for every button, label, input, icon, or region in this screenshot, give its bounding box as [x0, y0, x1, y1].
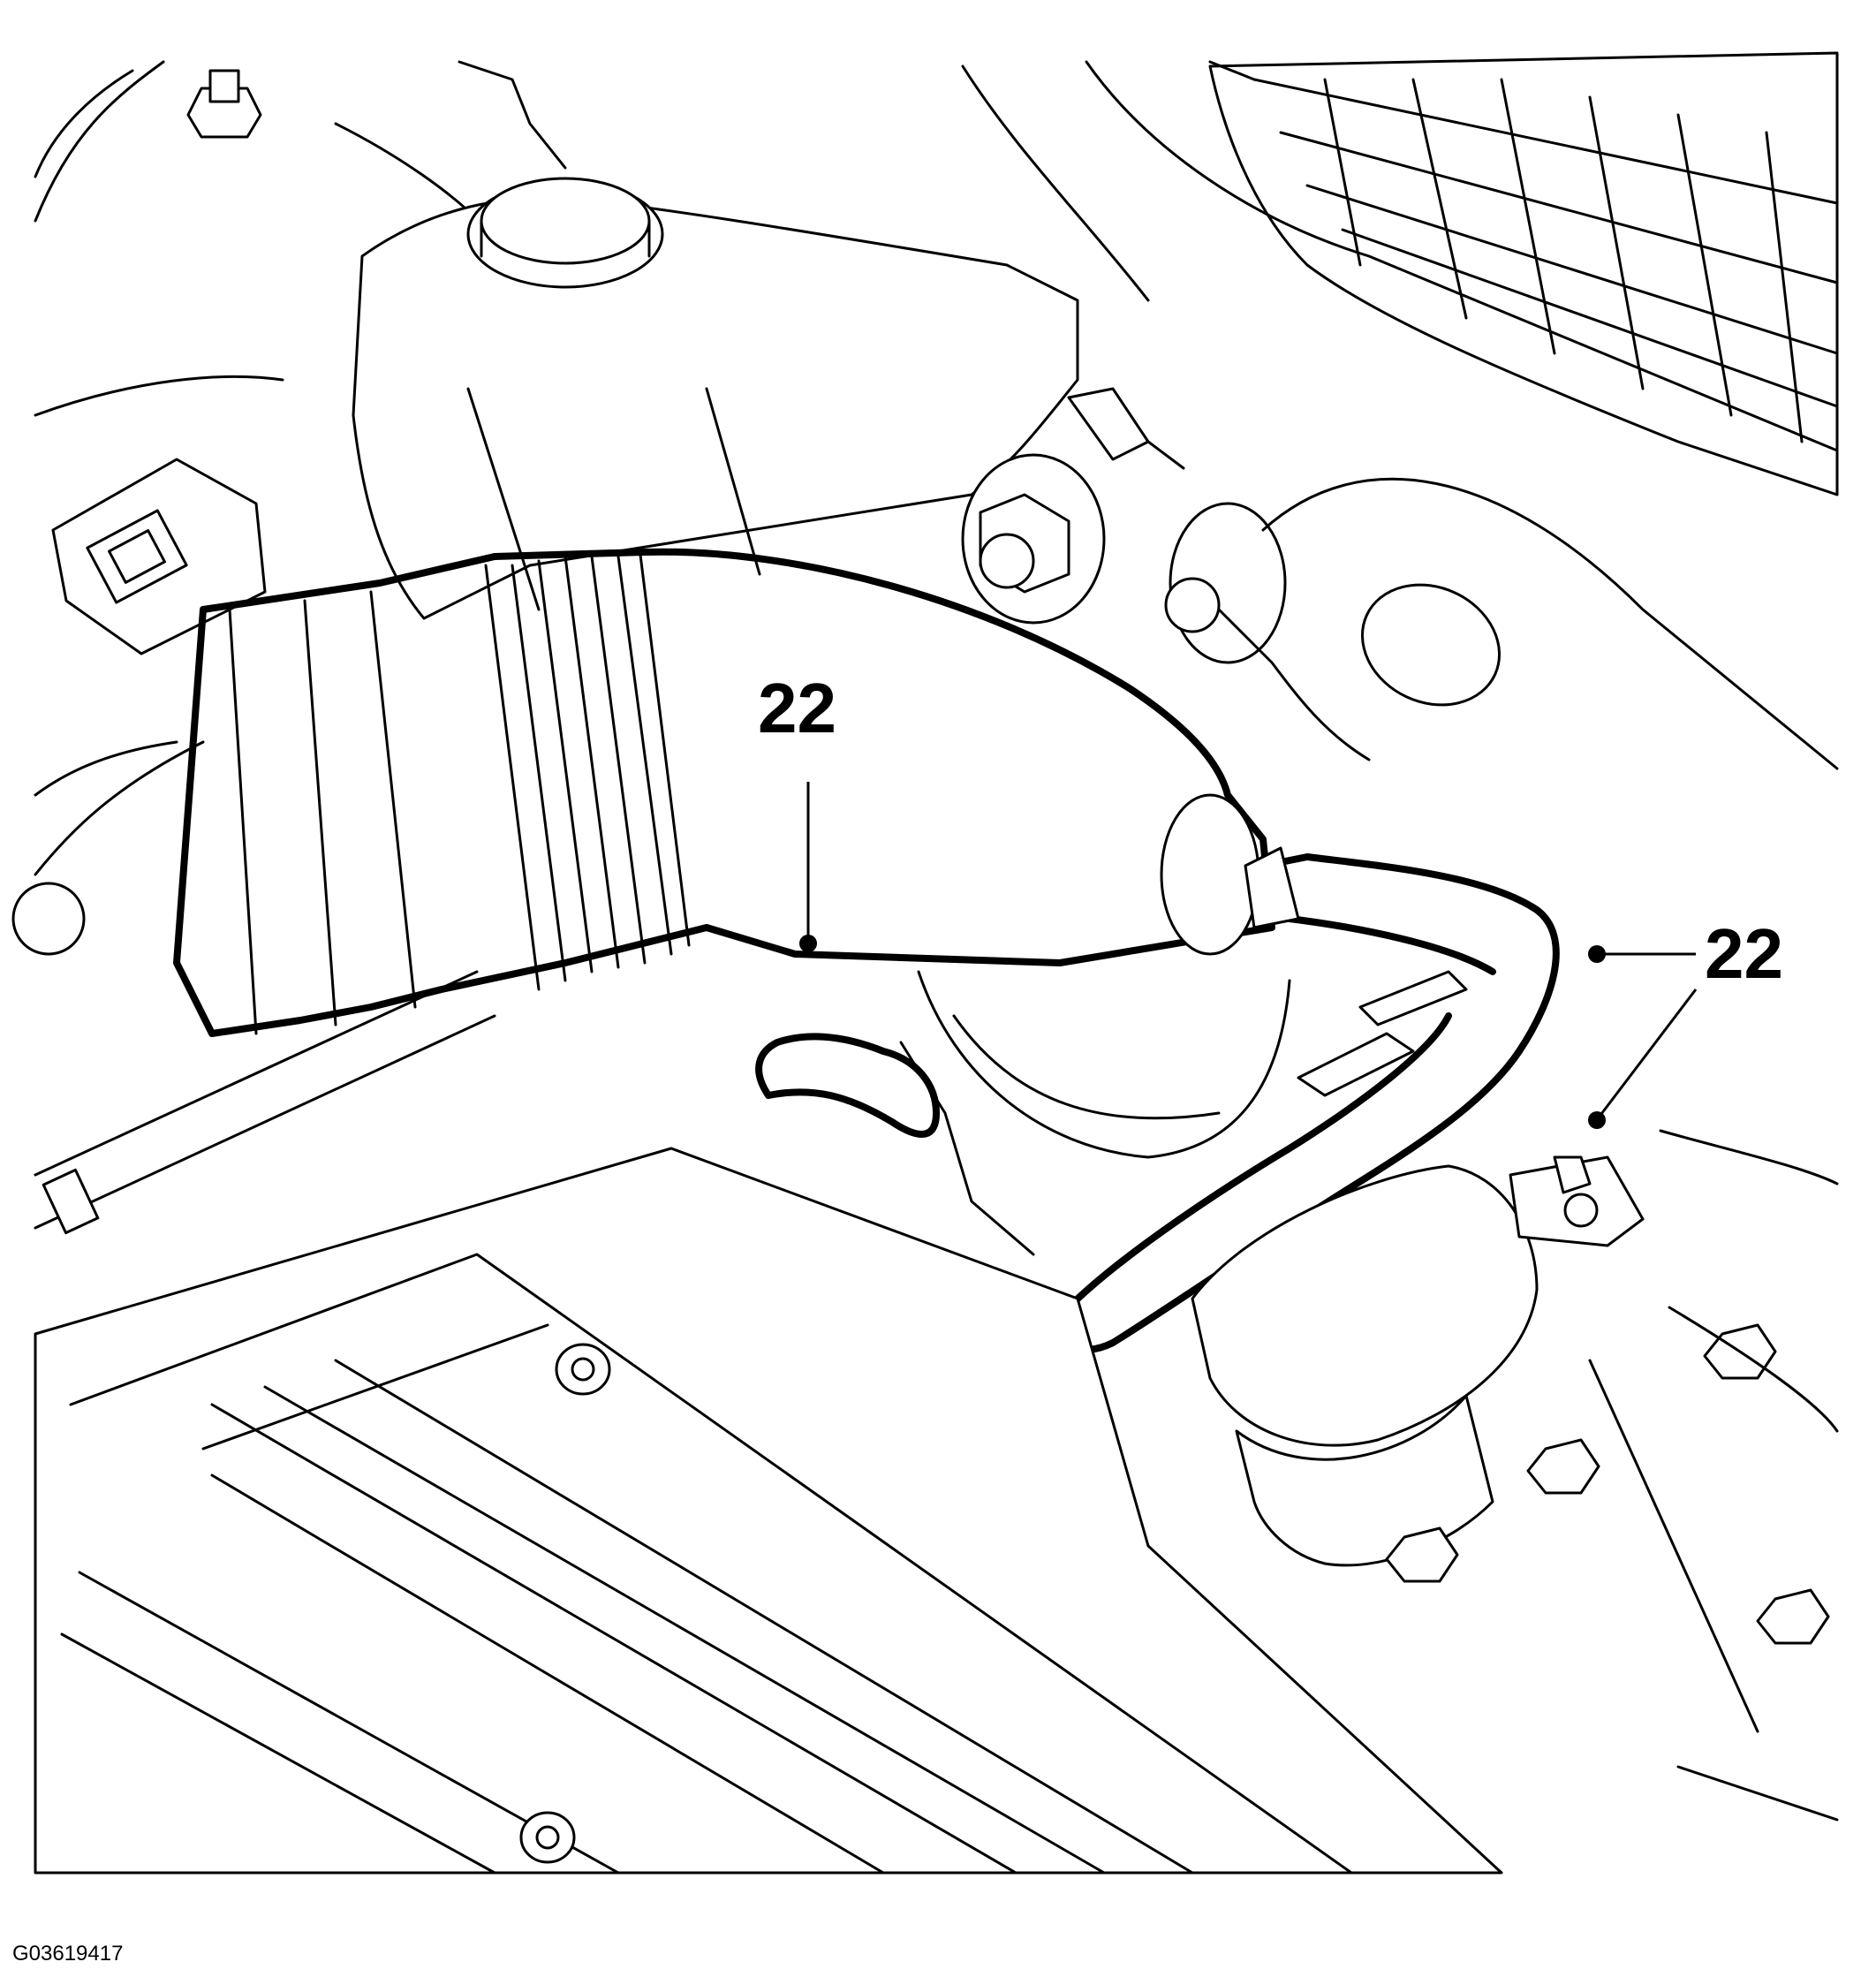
nut: [1756, 1588, 1830, 1645]
leader-dot: [1588, 945, 1606, 963]
bracket: [1509, 1155, 1645, 1247]
strut-mount-plate: [1261, 477, 1839, 770]
cowl-grille: [1208, 51, 1839, 496]
fitting: [1067, 387, 1150, 461]
figure-id: G03619417: [12, 1942, 124, 1966]
fender-edge: [458, 60, 567, 170]
air-intake-duct: [173, 548, 1291, 1159]
vacuum-hose-left: [755, 1033, 1035, 1256]
callout-leaders: [799, 782, 1698, 1129]
engine-cover: [34, 1147, 1503, 1875]
strut-tower-arc: [34, 69, 134, 178]
frame-rail: [1668, 1306, 1839, 1433]
fender-edge: [1085, 60, 1839, 452]
hose: [34, 1014, 496, 1230]
frame-rail: [1659, 1129, 1839, 1185]
inner-fender: [34, 740, 178, 797]
brake-fluid-reservoir: [352, 177, 1079, 620]
strut-tower-arc: [34, 375, 284, 417]
callout-label: 22: [758, 669, 836, 747]
mount-bolt: [961, 453, 1106, 625]
pressure-regulator: [1191, 970, 1539, 1567]
nut: [1526, 1438, 1600, 1495]
nut: [1385, 1526, 1459, 1583]
callout-label: 22: [1705, 914, 1783, 993]
strut-bolt-stud: [208, 69, 240, 103]
leader-dot: [1588, 1111, 1606, 1129]
hose-clamp: [42, 1168, 100, 1235]
hose: [34, 970, 479, 1177]
strut-tower-arc: [34, 60, 165, 223]
fender-edge: [961, 64, 1150, 302]
leader-dot: [799, 935, 817, 952]
frame-rail: [1676, 1765, 1839, 1822]
strut-slot: [1360, 583, 1502, 707]
leader-line: [1597, 988, 1698, 1118]
fitting: [1146, 440, 1185, 470]
electrical-connector: [51, 458, 267, 655]
illustration-outline: [11, 51, 1839, 1875]
mount-bolt: [1164, 502, 1371, 761]
frame-rail: [1588, 1359, 1759, 1733]
strut-bolt: [186, 87, 262, 139]
fastener: [11, 882, 86, 956]
inner-fender: [34, 740, 205, 876]
